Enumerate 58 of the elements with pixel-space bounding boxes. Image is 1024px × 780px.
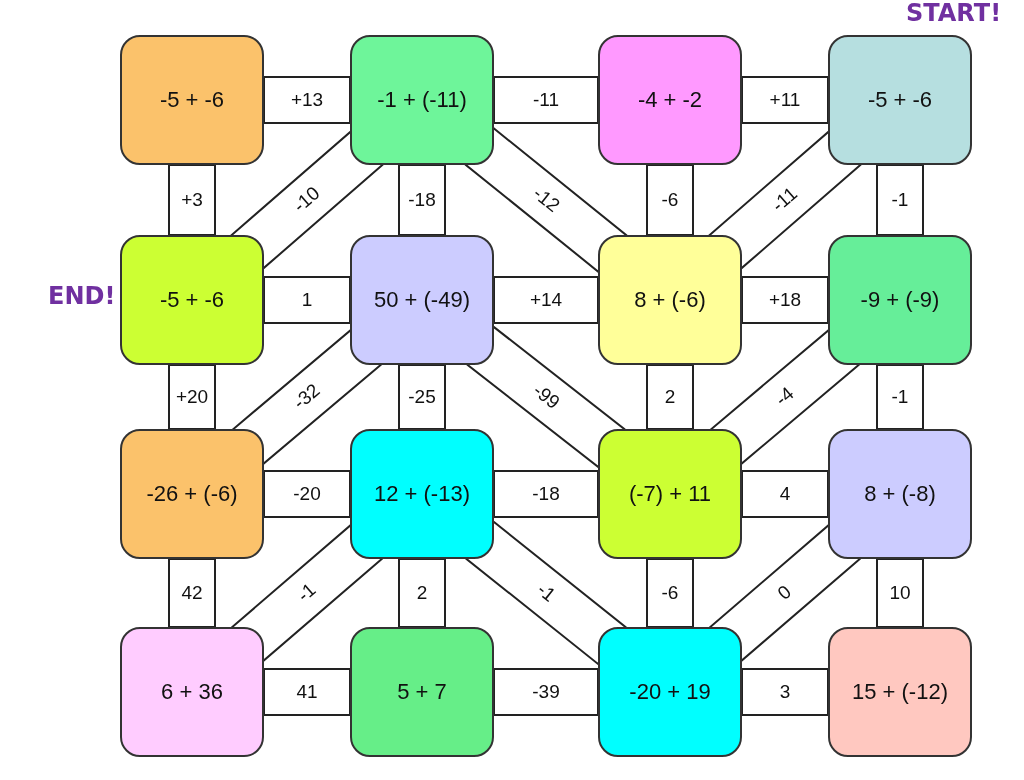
expression-box bbox=[828, 627, 972, 757]
expression-text: -20 + 19 bbox=[629, 679, 711, 705]
expression-text: 50 + (-49) bbox=[374, 287, 470, 313]
expression-text: -9 + (-9) bbox=[860, 287, 940, 313]
expression-box bbox=[350, 429, 494, 559]
expression-text: 5 + 7 bbox=[397, 679, 447, 705]
bridge-connector bbox=[168, 164, 216, 236]
bridge-connector bbox=[263, 668, 351, 716]
bridge-connector bbox=[493, 76, 599, 124]
bridge-connector bbox=[168, 558, 216, 628]
bridge-connector bbox=[398, 164, 446, 236]
bridge-connector bbox=[493, 276, 599, 324]
bridge-connector bbox=[263, 76, 351, 124]
bridge-connector bbox=[398, 558, 446, 628]
expression-box bbox=[598, 627, 742, 757]
expression-text: 15 + (-12) bbox=[852, 679, 948, 705]
bridge-connector bbox=[646, 164, 694, 236]
expression-text: 8 + (-8) bbox=[864, 481, 936, 507]
maze-marker-text: START! bbox=[906, 0, 1002, 27]
expression-text: -5 + -6 bbox=[159, 87, 225, 113]
expression-box bbox=[120, 35, 264, 165]
bridge-connector bbox=[741, 76, 829, 124]
maze-marker-text: END! bbox=[48, 282, 116, 310]
expression-box bbox=[598, 235, 742, 365]
expression-text: -5 + -6 bbox=[159, 287, 225, 313]
bridge-connector bbox=[398, 364, 446, 430]
expression-box bbox=[598, 35, 742, 165]
expression-box bbox=[350, 627, 494, 757]
expression-box bbox=[350, 235, 494, 365]
bridge-connector bbox=[168, 364, 216, 430]
expression-text: -4 + -2 bbox=[637, 87, 703, 113]
expression-box bbox=[598, 429, 742, 559]
bridge-connector bbox=[493, 668, 599, 716]
expression-box bbox=[120, 429, 264, 559]
bridge-connector bbox=[646, 558, 694, 628]
bridge-connector bbox=[646, 364, 694, 430]
expression-text: -1 + (-11) bbox=[377, 87, 467, 113]
bridge-connector bbox=[493, 470, 599, 518]
expression-box bbox=[828, 235, 972, 365]
bridge-connector bbox=[876, 164, 924, 236]
bridge-connector bbox=[263, 470, 351, 518]
bridge-connector bbox=[263, 276, 351, 324]
bridge-connector bbox=[876, 558, 924, 628]
expression-text: (-7) + 11 bbox=[628, 481, 712, 507]
expression-box bbox=[828, 35, 972, 165]
expression-text: 8 + (-6) bbox=[634, 287, 706, 313]
expression-box bbox=[828, 429, 972, 559]
bridge-connector bbox=[741, 470, 829, 518]
bridge-connector bbox=[741, 668, 829, 716]
bridge-connector bbox=[741, 276, 829, 324]
expression-text: 12 + (-13) bbox=[374, 481, 470, 507]
bridge-connector bbox=[876, 364, 924, 430]
expression-text: 6 + 36 bbox=[161, 679, 223, 705]
expression-box bbox=[120, 235, 264, 365]
expression-text: -26 + (-6) bbox=[146, 481, 238, 507]
expression-text: -5 + -6 bbox=[867, 87, 933, 113]
expression-box bbox=[350, 35, 494, 165]
expression-box bbox=[120, 627, 264, 757]
